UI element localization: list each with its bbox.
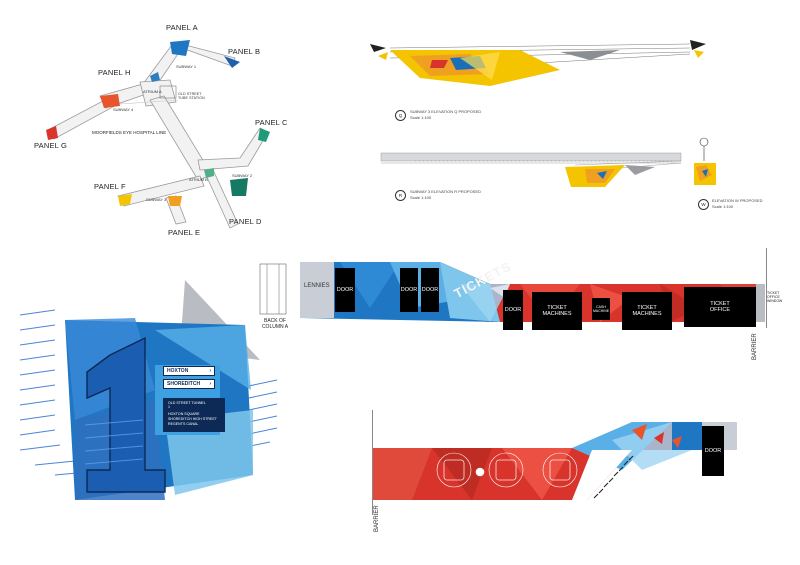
exit-label: OLD STREET TUNNEL 1 xyxy=(168,401,206,410)
lennies-label: LENNIES xyxy=(304,283,330,289)
elevation-q-scale: Scale 1:100 xyxy=(410,115,432,120)
panel-a-block xyxy=(170,40,190,56)
subway-3-label: SUBWAY 3 xyxy=(146,197,167,202)
number-one-shape xyxy=(86,336,166,493)
ticket-office: TICKET OFFICE xyxy=(684,287,756,327)
door-4: DOOR xyxy=(503,290,523,330)
destination-2: SHOREDITCH HIGH STREET xyxy=(168,417,217,421)
elevation-q-marker: Q xyxy=(395,110,406,121)
elevation-w-drawing xyxy=(694,137,716,185)
shoreditch-button[interactable]: SHOREDITCH › xyxy=(163,379,215,389)
subway-2-label: SUBWAY 2 xyxy=(232,173,253,178)
ticket-machines-2: TICKET MACHINES xyxy=(622,292,672,330)
chevron-right-icon: › xyxy=(209,368,211,374)
subway-map xyxy=(46,40,270,229)
station-outline xyxy=(159,85,177,99)
destination-3: REGENTS CANAL xyxy=(168,422,199,426)
elevation-q-drawing xyxy=(370,40,706,86)
panel-e-block xyxy=(168,196,182,206)
atrium-a-label: ATRIUM A xyxy=(143,89,162,94)
elevation-r-title: SUBWAY 3 ELEVATION R PROPOSED xyxy=(410,189,481,194)
wall-bottom-drawing xyxy=(372,422,737,500)
atrium-b-label: ATRIUM B xyxy=(189,177,208,182)
corridor-subway-2 xyxy=(197,127,269,171)
elevation-w-marker: W xyxy=(698,199,709,210)
panel-f-block xyxy=(118,194,132,206)
panel-g-label: PANEL G xyxy=(34,141,68,150)
panel-h-label: PANEL H xyxy=(98,68,131,77)
elevation-r-scale: Scale 1:100 xyxy=(410,195,432,200)
elevation-q-title: SUBWAY 3 ELEVATION Q PROPOSED xyxy=(410,109,482,114)
panel-g-block xyxy=(46,126,58,140)
elevation-r-marker: R xyxy=(395,190,406,201)
column-a-drawing xyxy=(259,263,287,315)
subway-1-block xyxy=(150,72,160,82)
chevron-right-icon: › xyxy=(209,381,211,387)
barrier-line-bottom xyxy=(372,410,373,515)
subway-4-label: SUBWAY 4 xyxy=(113,107,134,112)
barrier-label-bottom: BARRIER xyxy=(374,505,380,532)
ticket-machines-1: TICKET MACHINES xyxy=(532,292,582,330)
line-label: MOORFIELDS EYE HOSPITAL LINE xyxy=(92,130,167,135)
barrier-line-top xyxy=(766,248,767,328)
destination-1: HOXTON SQUARE xyxy=(168,412,200,416)
panel-e-label: PANEL E xyxy=(168,228,201,237)
door-bottom: DOOR xyxy=(702,426,724,476)
panel-b-block xyxy=(224,56,240,68)
panel-b-label: PANEL B xyxy=(228,47,261,56)
door-3: DOOR xyxy=(421,268,439,312)
ticket-office-window-note: TICKET OFFICE WINDOW xyxy=(767,291,783,304)
panel-f-label: PANEL F xyxy=(94,182,126,191)
subway-1-label: SUBWAY 1 xyxy=(176,64,197,69)
door-2: DOOR xyxy=(400,268,418,312)
panel-c-block xyxy=(258,128,270,142)
hoxton-label: HOXTON xyxy=(167,368,189,374)
atrium-a xyxy=(139,79,177,107)
elevation-r-drawing xyxy=(380,152,682,187)
elevation-w-scale: Scale 1:100 xyxy=(712,204,734,209)
barrier-label-top: BARRIER xyxy=(752,333,758,360)
panel-c-label: PANEL C xyxy=(255,118,288,127)
hoxton-button[interactable]: HOXTON › xyxy=(163,366,215,376)
panel-d-block xyxy=(230,178,248,196)
atrium-b-block xyxy=(204,168,214,178)
station-label: OLD STREET TUBE STATION xyxy=(178,92,205,100)
panel-a-label: PANEL A xyxy=(166,23,198,32)
panel-h-block xyxy=(100,94,120,108)
shoreditch-label: SHOREDITCH xyxy=(167,381,201,387)
panel-d-label: PANEL D xyxy=(229,217,262,226)
elevation-w-title: ELEVATION W PROPOSED xyxy=(712,198,763,203)
cash-machine: CASH MACHINE xyxy=(592,298,610,320)
sign-graphic xyxy=(19,280,278,500)
door-1: DOOR xyxy=(335,268,355,312)
back-of-column-label: BACK OF COLUMN A xyxy=(261,318,289,330)
